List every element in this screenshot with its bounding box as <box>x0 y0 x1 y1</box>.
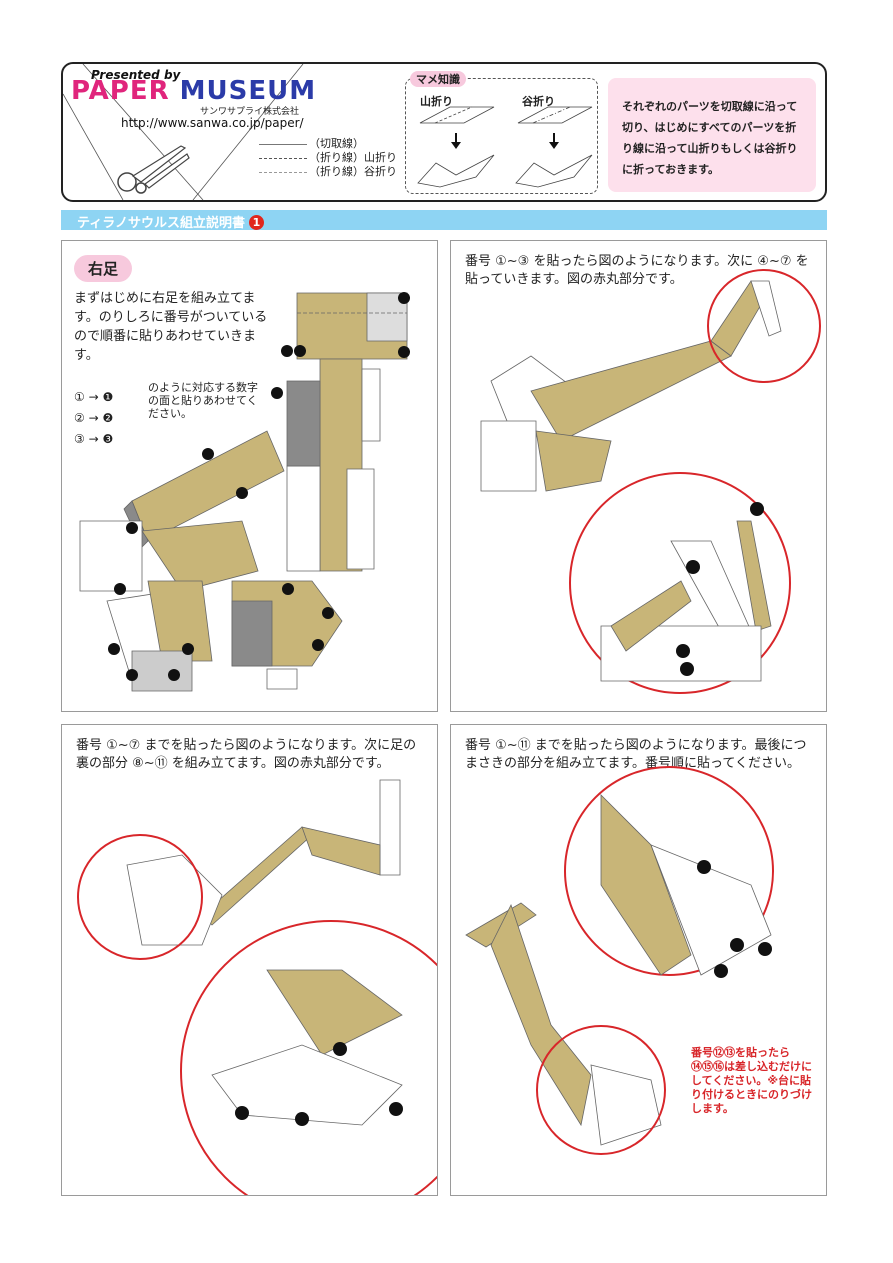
legend-label: （折り線）山折り <box>309 151 397 164</box>
header-box: Presented by PAPER MUSEUM サンワサプライ株式会社 htt… <box>61 62 827 202</box>
page-title-text: ティラノサウルス組立説明書 <box>77 216 245 231</box>
step4-illustration <box>465 766 774 1155</box>
leg-pattern-illustration <box>79 292 410 692</box>
logo-paper-text: PAPER <box>71 76 170 106</box>
order-note: のように対応する数字の面と貼りあわせてください。 <box>148 381 258 420</box>
step2-text: 番号 ①~③ を貼ったら図のようになります。次に ④~⑦ を貼っていきます。図の… <box>465 254 809 287</box>
legend-label: （折り線）谷折り <box>309 165 397 178</box>
step-panel-2: 番号 ①~③ を貼ったら図のようになります。次に ④~⑦ を貼っていきます。図の… <box>450 240 827 712</box>
legend-label: （切取線） <box>309 137 364 150</box>
instruction-note: それぞれのパーツを切取線に沿って切り、はじめにすべてのパーツを折り線に沿って山折… <box>608 78 816 192</box>
paper-museum-logo[interactable]: PAPER MUSEUM <box>71 76 316 106</box>
website-link[interactable]: http://www.sanwa.co.jp/paper/ <box>121 116 304 130</box>
valley-fold-label: 谷折り <box>522 95 555 108</box>
page-number-badge: 1 <box>248 215 264 230</box>
legend-valley: （折り線）谷折り <box>259 165 397 179</box>
presented-by-label: Presented by <box>91 68 181 82</box>
legend-cut: （切取線） <box>259 137 397 151</box>
step1-text: まずはじめに右足を組み立てます。のりしろに番号がついているので順番に貼りあわせて… <box>74 291 268 363</box>
fold-legend: （切取線） （折り線）山折り （折り線）谷折り <box>259 137 397 179</box>
order-item: ② → ❷ <box>74 411 114 425</box>
step-panel-3: 番号 ①~⑦ までを貼ったら図のようになります。次に足の裏の部分 ⑧~⑪ を組み… <box>61 724 438 1196</box>
cut-line-sample <box>259 143 307 145</box>
step-panel-4: 番号 ①~⑪ までを貼ったら図のようになります。最後につまさきの部分を組み立てま… <box>450 724 827 1196</box>
toe-assembly-note: 番号⑫⑬を貼ったら⑭⑮⑯は差し込むだけにしてください。※台に貼り付けるときにのり… <box>691 1046 812 1115</box>
tips-title: マメ知識 <box>410 71 466 87</box>
order-list: ① → ❶ ② → ❷ ③ → ❸ <box>74 387 113 450</box>
mountain-fold-label: 山折り <box>420 95 453 108</box>
legend-mountain: （折り線）山折り <box>259 151 397 165</box>
company-name: サンワサプライ株式会社 <box>200 107 300 117</box>
logo-museum-text: MUSEUM <box>179 76 317 106</box>
order-item: ① → ❶ <box>74 390 114 404</box>
tips-box: マメ知識 山折り 谷折り <box>405 71 598 194</box>
step3-text: 番号 ①~⑦ までを貼ったら図のようになります。次に足の裏の部分 ⑧~⑪ を組み… <box>76 738 417 771</box>
step3-illustration <box>77 779 437 1195</box>
step2-illustration <box>480 269 821 694</box>
step-panel-1: 右足 まずはじめに右足を組み立てます。のりしろに番号がついているので順番に貼りあ… <box>61 240 438 712</box>
fold-diagram <box>417 106 593 188</box>
scissors-icon <box>117 145 190 194</box>
mountain-line-sample <box>259 157 307 159</box>
section-label-right-leg: 右足 <box>74 255 133 282</box>
valley-line-sample <box>259 171 307 173</box>
decorative-lines <box>63 64 304 200</box>
step4-text: 番号 ①~⑪ までを貼ったら図のようになります。最後につまさきの部分を組み立てま… <box>465 738 807 771</box>
order-item: ③ → ❸ <box>74 432 114 446</box>
